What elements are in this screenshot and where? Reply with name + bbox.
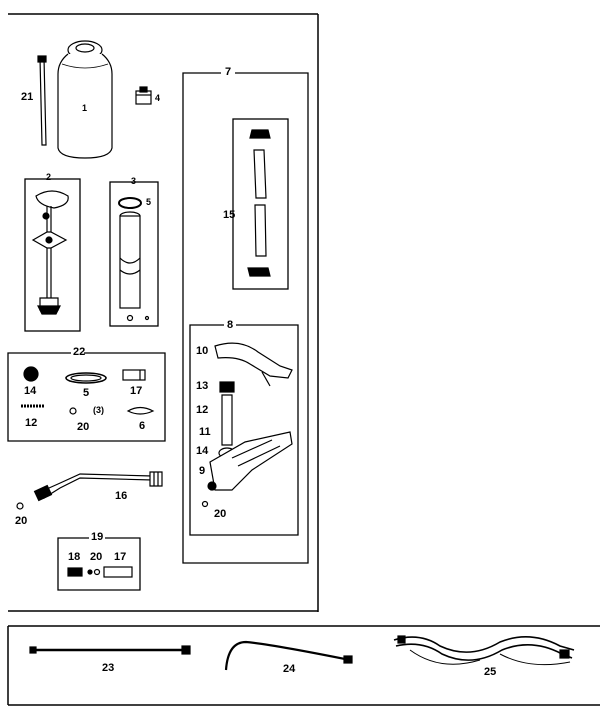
part-15-hose (232, 118, 289, 290)
box-2-pump-assembly (24, 178, 81, 332)
label-20-nozzle: 20 (90, 551, 103, 563)
label-qty-3: (3) (93, 405, 104, 415)
label-2: 2 (46, 172, 52, 182)
label-12-right: 12 (196, 404, 209, 416)
part-25-shoulder-strap (393, 635, 575, 666)
label-22: 22 (73, 346, 86, 358)
outer-frame (8, 13, 319, 612)
part-1-tank (57, 40, 113, 159)
label-3: 3 (131, 176, 137, 186)
label-20-kit: 20 (77, 421, 90, 433)
label-18: 18 (68, 551, 81, 563)
label-19: 19 (91, 531, 104, 543)
label-16: 16 (115, 490, 128, 502)
label-24: 24 (283, 663, 296, 675)
label-17-nozzle: 17 (114, 551, 127, 563)
label-23: 23 (102, 662, 115, 674)
label-9: 9 (199, 465, 206, 477)
part-16-wand (16, 471, 163, 510)
label-25: 25 (484, 666, 497, 678)
label-12-kit: 12 (25, 417, 38, 429)
label-6-kit: 6 (139, 420, 146, 432)
label-7: 7 (225, 66, 232, 78)
box-7-frame (182, 72, 309, 564)
part-21-tube (37, 55, 47, 146)
label-13: 13 (196, 380, 209, 392)
label-5-cylinder: 5 (146, 197, 152, 207)
label-17-kit: 17 (130, 385, 143, 397)
box-3-cylinder (109, 181, 159, 327)
box-8-shutoff-assembly (189, 324, 299, 536)
part-4-cap (135, 86, 152, 105)
label-14-kit: 14 (24, 385, 37, 397)
label-15: 15 (223, 209, 236, 221)
label-5-kit: 5 (83, 387, 90, 399)
label-20-right: 20 (214, 508, 227, 520)
label-4: 4 (155, 93, 161, 103)
label-14-right: 14 (196, 445, 209, 457)
part-23-hose (29, 645, 191, 655)
part-24-strap (224, 640, 353, 671)
label-20-left: 20 (15, 515, 28, 527)
bottom-strip-frame (7, 625, 600, 706)
label-10: 10 (196, 345, 209, 357)
label-1: 1 (82, 103, 88, 113)
label-11: 11 (199, 426, 211, 438)
label-21: 21 (21, 91, 34, 103)
label-8: 8 (227, 319, 234, 331)
box-19-nozzle-kit (57, 537, 141, 591)
box-22-repair-kit (7, 352, 166, 442)
